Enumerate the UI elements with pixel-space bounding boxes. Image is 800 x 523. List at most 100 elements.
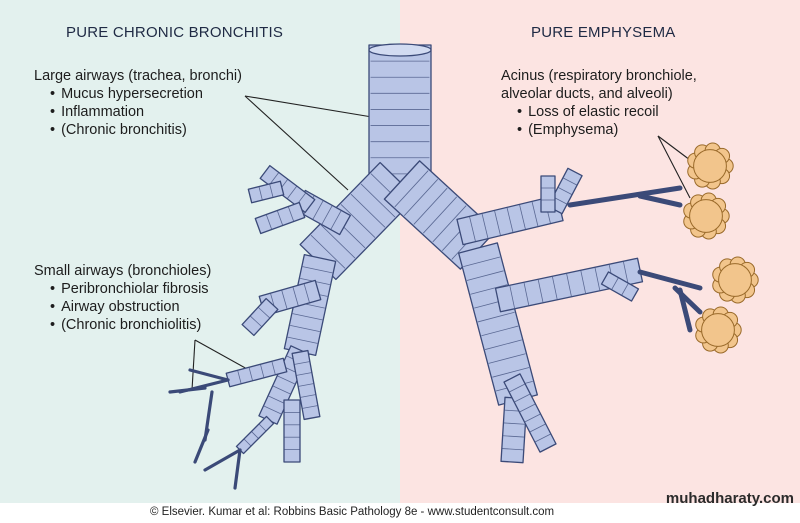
leader-line	[244, 95, 349, 191]
right-middle-bronchiole-ring	[611, 277, 619, 290]
left-twig	[203, 448, 242, 472]
left-lower-stub-ring	[302, 405, 318, 409]
right-lower-bronchus-ring	[470, 284, 508, 295]
left-lower-branch-ring	[272, 385, 291, 395]
left-main-bronchus-ring	[320, 224, 356, 259]
right-lower-side-ring	[514, 393, 531, 403]
bullet-emphysema: (Emphysema)	[517, 121, 697, 139]
right-middle-branch-ring	[594, 267, 601, 291]
right-lower-side-ring	[524, 413, 541, 423]
airway-tree-illustration	[168, 43, 759, 490]
large-airways-heading: Large airways (trachea, bronchi)	[34, 68, 242, 84]
small-airways-bullets: Peribronchiolar fibrosis Airway obstruct…	[34, 280, 211, 334]
trachea-opening	[368, 43, 432, 57]
left-middle-bronchiole	[241, 297, 279, 337]
left-middle-bronchiole-ring	[258, 307, 270, 319]
watermark-name: muhadharaty	[665, 490, 759, 507]
right-upper-bronchiole-b	[540, 175, 556, 213]
copyright-notice: © Elsevier. Kumar et al: Robbins Basic P…	[150, 506, 555, 518]
left-lower-stub-ring	[300, 394, 316, 398]
left-upper-bronchiole-a-ring	[269, 172, 279, 186]
right-middle-bronchiole	[600, 271, 640, 302]
airway-tree	[168, 43, 703, 490]
acinus-heading-line1: Acinus (respiratory bronchiole,	[501, 68, 697, 84]
left-lower-stub-ring	[296, 372, 312, 376]
alveoli-cluster-lower-mid-core	[718, 263, 752, 297]
right-main-bronchus-ring	[413, 187, 448, 225]
right-lower-distal-ring	[503, 422, 525, 425]
left-main-bronchus-ring	[360, 183, 396, 218]
bullet-obstruction: Airway obstruction	[50, 298, 211, 316]
bullet-mucus: Mucus hypersecretion	[50, 85, 242, 103]
left-middle-branch-ring	[303, 283, 310, 303]
left-terminal-bronchiole-ring	[251, 431, 259, 439]
left-lower-branch-ring	[277, 375, 296, 385]
right-lower-bronchus-ring	[477, 311, 515, 323]
left-lower-stub-ring	[294, 361, 310, 365]
left-small-bronchiole	[225, 357, 288, 388]
left-upper-bronchiole-b-ring	[288, 206, 294, 222]
small-airways-annotation: Small airways (bronchioles) Peribronchio…	[34, 262, 211, 334]
right-lower-bronchus	[458, 242, 538, 406]
left-small-bronchiole-ring	[271, 361, 276, 375]
right-upper-bronchiole-a-ring	[563, 177, 577, 186]
alveoli-clusters	[683, 142, 759, 354]
right-lower-side	[503, 373, 557, 453]
acinus-annotation: Acinus (respiratory bronchiole, alveolar…	[501, 67, 697, 139]
leader-line	[191, 339, 196, 391]
right-upper-branch-ring	[531, 201, 539, 227]
small-airways-heading: Small airways (bronchioles)	[34, 263, 212, 279]
right-lower-side-ring	[535, 433, 551, 443]
left-small-bronchiole-ring	[248, 367, 253, 381]
leader-line	[657, 135, 691, 199]
right-main-bronchus-ring	[394, 170, 429, 208]
right-main-bronchus-ring	[422, 196, 458, 234]
left-upper-branch-ring	[321, 205, 333, 225]
left-lower-stub-ring	[298, 383, 314, 387]
right-respiratory-bronchiole	[637, 269, 703, 291]
right-respiratory-bronchiole	[567, 185, 683, 208]
left-twig	[188, 368, 230, 382]
bullet-chronic-bronchiolitis: (Chronic bronchiolitis)	[50, 316, 211, 334]
leader-line	[244, 95, 379, 119]
watermark-tld: .com	[758, 490, 794, 507]
right-lower-bronchus-ring	[466, 270, 504, 281]
large-airways-annotation: Large airways (trachea, bronchi) Mucus h…	[34, 67, 242, 139]
right-upper-branch-ring	[494, 210, 501, 236]
left-middle-branch-ring	[281, 290, 288, 309]
left-panel-title: PURE CHRONIC BRONCHITIS	[66, 24, 284, 41]
right-respiratory-bronchiole	[677, 287, 693, 333]
left-twig	[193, 428, 210, 464]
left-middle-branch-ring	[292, 287, 299, 306]
right-main-bronchus-ring	[403, 179, 439, 216]
right-lower-bronchus-ring	[481, 325, 519, 337]
right-lower-bronchus-ring	[488, 353, 526, 364]
right-middle-branch-ring	[509, 285, 515, 309]
alveoli-cluster-lower-core	[701, 313, 735, 347]
right-upper-bronchiole-a-ring	[558, 187, 572, 195]
right-middle-branch-ring	[623, 261, 629, 285]
bullet-elastic-recoil: Loss of elastic recoil	[517, 103, 697, 121]
left-lower-branch-ring	[263, 405, 282, 415]
left-small-bronchiole-ring	[260, 364, 265, 378]
right-lower-bronchus-ring	[463, 256, 501, 268]
left-upper-bronchiole-c-ring	[258, 186, 263, 200]
acinus-bullets: Loss of elastic recoil (Emphysema)	[501, 103, 697, 139]
right-upper-branch-ring	[519, 204, 526, 230]
bullet-inflammation: Inflammation	[50, 103, 242, 121]
left-upper-branch-ring	[312, 200, 324, 220]
right-lower-side-ring	[519, 403, 536, 413]
right-upper-branch-ring	[481, 213, 489, 239]
left-upper-bronchiole-c-ring	[269, 184, 274, 198]
left-distal-bronchiole	[283, 399, 301, 463]
left-twig	[233, 448, 242, 490]
alveoli-cluster-upper-core	[693, 149, 727, 183]
right-panel-title: PURE EMPHYSEMA	[531, 24, 676, 41]
left-twig	[168, 386, 207, 394]
right-middle-branch-ring	[552, 276, 558, 300]
left-upper-branch-ring	[330, 210, 342, 230]
right-middle-branch-ring	[523, 282, 530, 306]
left-lower-bronchus-ring	[302, 266, 333, 274]
left-upper-bronchiole-c	[247, 180, 285, 204]
